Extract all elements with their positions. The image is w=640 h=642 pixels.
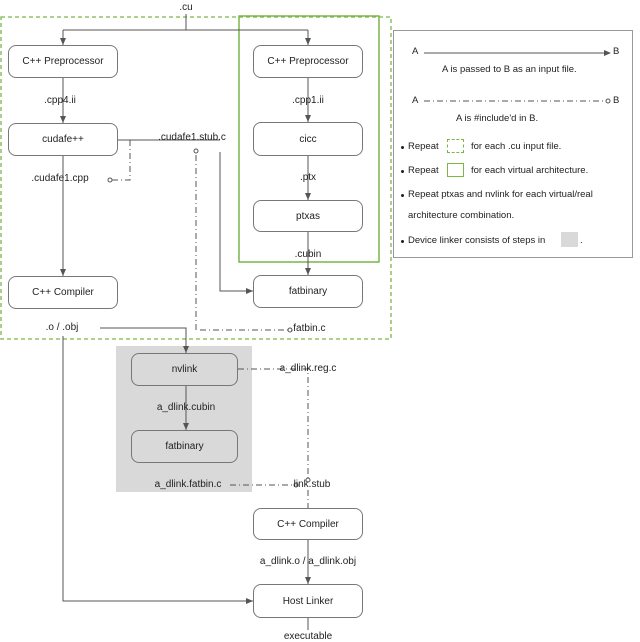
legend-bullet <box>401 194 404 197</box>
legend-b2: B <box>613 95 620 106</box>
label-cudafe1-stub-c: .cudafe1.stub.c <box>158 132 226 143</box>
edge-cudafe-to-stub <box>219 152 253 294</box>
legend-swatch-dashed-green <box>447 139 464 153</box>
include-endpoint <box>107 177 113 183</box>
legend-swatch-gray <box>561 232 578 247</box>
label-cpp1-ii: .cpp1.ii <box>292 95 324 106</box>
edge-obj-to-host-linker <box>62 336 253 604</box>
legend-b1: B <box>613 46 620 57</box>
label-a-dlink-cubin: a_dlink.cubin <box>156 402 216 413</box>
label-a-dlink-fatbin-c: a_dlink.fatbin.c <box>154 479 222 490</box>
label-cudafe1-cpp: .cudafe1.cpp <box>31 173 89 184</box>
node-fatbinary-bottom: fatbinary <box>131 430 238 463</box>
node-fatbinary-top: fatbinary <box>253 275 363 308</box>
include-endpoint <box>193 148 199 154</box>
legend-a1: A <box>412 46 419 57</box>
node-cudafe: cudafe++ <box>8 123 118 156</box>
node-cpp-preprocessor-right: C++ Preprocessor <box>253 45 363 78</box>
legend-swatch-solid-green <box>447 163 464 177</box>
include-endpoint <box>305 477 311 483</box>
legend-a2: A <box>412 95 419 106</box>
label-cpp4-ii: .cpp4.ii <box>44 95 76 106</box>
label-fatbin-c: .fatbin.c <box>290 323 326 334</box>
legend-repeat2: Repeat <box>408 165 439 176</box>
node-cpp-compiler-bottom: C++ Compiler <box>253 508 363 540</box>
legend-include-desc: A is #include'd in B. <box>456 113 539 124</box>
node-cicc: cicc <box>253 122 363 156</box>
include-nvlink-reg <box>238 368 309 480</box>
legend-repeat1-desc: for each .cu input file. <box>471 141 562 152</box>
legend-repeat2-desc: for each virtual architecture. <box>471 165 589 176</box>
label-cubin: .cubin <box>294 249 322 260</box>
label-cu: .cu <box>179 2 193 13</box>
per-virtual-arch-region <box>238 15 380 263</box>
label-link-stub: link.stub <box>293 479 331 490</box>
node-cpp-compiler-left: C++ Compiler <box>8 276 118 309</box>
label-ptx: .ptx <box>299 172 317 183</box>
include-cudafe-stub <box>110 140 131 181</box>
legend-bullet <box>401 240 404 243</box>
include-endpoint <box>287 327 293 333</box>
legend-repeat3-line2: architecture combination. <box>408 210 515 221</box>
legend-box: A B A is passed to B as an input file. A… <box>393 30 633 258</box>
node-host-linker: Host Linker <box>253 584 363 618</box>
legend-repeat3-line1: Repeat ptxas and nvlink for each virtual… <box>408 189 593 200</box>
label-o-obj: .o / .obj <box>45 322 79 333</box>
label-a-dlink-reg-c: a_dlink.reg.c <box>279 363 337 374</box>
edge-cu-split <box>63 14 308 31</box>
legend-input-arrow <box>424 50 611 56</box>
legend-repeat1: Repeat <box>408 141 439 152</box>
label-a-dlink-o-obj: a_dlink.o / a_dlink.obj <box>259 556 357 567</box>
edge-obj-to-nvlink <box>100 327 189 353</box>
per-cu-file-region <box>0 16 392 340</box>
node-ptxas: ptxas <box>253 200 363 232</box>
legend-include-line <box>424 98 611 104</box>
node-cpp-preprocessor-left: C++ Preprocessor <box>8 45 118 78</box>
legend-input-desc: A is passed to B as an input file. <box>442 64 577 75</box>
label-executable: executable <box>283 631 333 642</box>
legend-bullet <box>401 146 404 149</box>
include-endpoint <box>293 482 299 488</box>
legend-device-linker: Device linker consists of steps in <box>408 235 546 246</box>
legend-device-linker-period: . <box>580 235 583 246</box>
node-nvlink: nvlink <box>131 353 238 386</box>
legend-bullet <box>401 170 404 173</box>
